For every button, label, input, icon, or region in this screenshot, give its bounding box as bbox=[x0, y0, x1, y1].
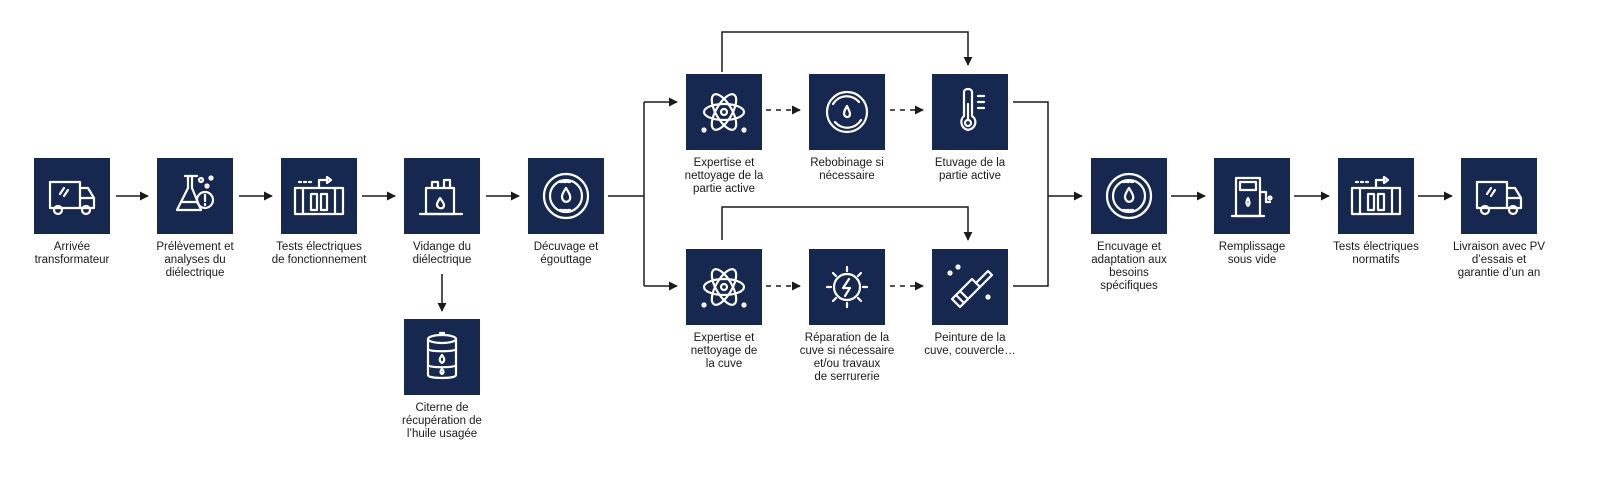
transformer-icon bbox=[293, 175, 345, 216]
oil-drop-ring-icon bbox=[542, 172, 590, 220]
flask-icon bbox=[175, 174, 215, 212]
step-label-line: sous vide bbox=[1227, 254, 1277, 266]
step-label-line: Rebobinage si bbox=[810, 157, 884, 169]
line-merge bbox=[1013, 101, 1049, 287]
step-label-line: partie active bbox=[692, 183, 755, 195]
step-encuvage bbox=[1091, 158, 1167, 234]
transformer-icon bbox=[1350, 175, 1402, 216]
step-peinture bbox=[932, 249, 1008, 325]
oil-barrel-icon bbox=[426, 331, 458, 380]
fuel-pump-icon bbox=[1230, 176, 1273, 218]
step-label-line: Etuvage de la bbox=[934, 157, 1006, 169]
step-label-line: Citerne de bbox=[415, 402, 469, 414]
step-label-line: nécessaire bbox=[819, 170, 875, 182]
step-label-line: et/ou travaux bbox=[813, 358, 881, 370]
step-label-line: transformateur bbox=[34, 254, 110, 266]
step-label-line: Tests électriques bbox=[1333, 241, 1419, 253]
step-label-line: Tests électriques bbox=[276, 241, 362, 253]
step-livraison bbox=[1461, 158, 1537, 234]
thermometer-icon bbox=[960, 87, 986, 132]
step-label-line: Expertise et bbox=[693, 332, 755, 344]
step-label-line: Remplissage bbox=[1218, 241, 1286, 253]
step-label-line: de serrurerie bbox=[814, 371, 880, 383]
atom-icon bbox=[701, 93, 747, 133]
step-tests2 bbox=[1338, 158, 1414, 234]
step-prelevement bbox=[157, 158, 233, 234]
step-label-line: Vidange du bbox=[413, 241, 471, 253]
step-label-line: récupération de bbox=[402, 415, 482, 427]
atom-icon bbox=[701, 268, 747, 308]
step-label-line: de fonctionnement bbox=[271, 254, 367, 266]
arrow-bypass-top bbox=[721, 31, 973, 72]
oil-drop-ring-icon bbox=[1105, 172, 1153, 220]
step-label-line: diélectrique bbox=[165, 267, 225, 279]
step-label-line: Réparation de la bbox=[804, 332, 890, 344]
step-label-line: d’essais et bbox=[1471, 254, 1527, 266]
truck-icon bbox=[1475, 180, 1523, 216]
step-label-line: la cuve bbox=[705, 358, 743, 370]
step-label-line: cuve si nécessaire bbox=[799, 345, 895, 357]
step-label-line: Arrivée bbox=[53, 241, 91, 253]
step-decuvage bbox=[528, 158, 604, 234]
step-label-line: Peinture de la bbox=[934, 332, 1006, 344]
step-citerne bbox=[404, 319, 480, 395]
step-expertise_cuve bbox=[686, 249, 762, 325]
step-expertise_pa bbox=[686, 74, 762, 150]
truck-icon bbox=[48, 180, 96, 216]
step-remplissage bbox=[1214, 158, 1290, 234]
step-label-line: partie active bbox=[938, 170, 1001, 182]
step-label-line: Livraison avec PV bbox=[1452, 241, 1546, 253]
step-rebobinage bbox=[809, 74, 885, 150]
step-label-line: Encuvage et bbox=[1097, 241, 1161, 253]
step-label-line: garantie d’un an bbox=[1457, 267, 1541, 279]
step-label-line: besoins bbox=[1109, 267, 1149, 279]
step-label-line: normatifs bbox=[1352, 254, 1400, 266]
arrow-bypass-bottom bbox=[721, 206, 973, 241]
step-reparation bbox=[809, 249, 885, 325]
step-arrivee bbox=[34, 158, 110, 234]
step-label-line: diélectrique bbox=[412, 254, 472, 266]
gear-bolt-icon bbox=[825, 265, 869, 309]
paint-brush-icon bbox=[947, 264, 994, 309]
coil-drop-icon bbox=[825, 90, 869, 134]
step-label-line: spécifiques bbox=[1100, 280, 1158, 292]
step-label-line: analyses du bbox=[164, 254, 226, 266]
step-label-line: l’huile usagée bbox=[406, 428, 478, 440]
step-label-line: nettoyage de la bbox=[684, 170, 764, 182]
oil-can-icon bbox=[418, 178, 464, 216]
step-label-line: égouttage bbox=[540, 254, 592, 266]
step-label-line: cuve, couvercle… bbox=[924, 345, 1016, 357]
step-vidange bbox=[404, 158, 480, 234]
step-label-line: adaptation aux bbox=[1091, 254, 1167, 266]
step-etuvage bbox=[932, 74, 1008, 150]
step-label-line: Expertise et bbox=[693, 157, 755, 169]
step-label-line: Prélèvement et bbox=[156, 241, 234, 253]
step-label-line: nettoyage de bbox=[690, 345, 758, 357]
step-tests1 bbox=[281, 158, 357, 234]
step-label-line: Décuvage et bbox=[533, 241, 599, 253]
